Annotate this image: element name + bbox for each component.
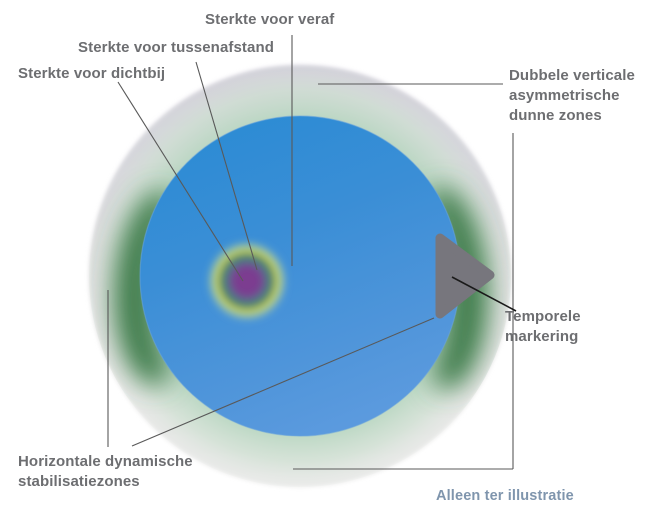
- temporal-marker-triangle: [435, 233, 495, 319]
- power-zone-blob: [209, 243, 285, 319]
- label-far-power: Sterkte voor veraf: [205, 11, 335, 28]
- footnote-illustration-only: Alleen ter illustratie: [436, 488, 574, 504]
- label-intermediate-power: Sterkte voor tussenafstand: [78, 39, 274, 56]
- leader-lines: [107, 35, 517, 470]
- label-stabilisation-zones: Horizontale dynamische stabilisatiezones: [18, 453, 193, 491]
- optic-disc: [140, 116, 460, 436]
- lens-body: [89, 65, 511, 487]
- leader-near: [117, 81, 244, 282]
- label-temporal-marker: Temporele markering: [505, 308, 581, 346]
- label-thin-zones: Dubbele verticale asymmetrische dunne zo…: [509, 67, 635, 125]
- leader-stabilisation-right: [131, 317, 435, 447]
- leader-temporal: [451, 276, 517, 312]
- leader-intermediate: [195, 61, 258, 271]
- label-near-power: Sterkte voor dichtbij: [18, 65, 166, 82]
